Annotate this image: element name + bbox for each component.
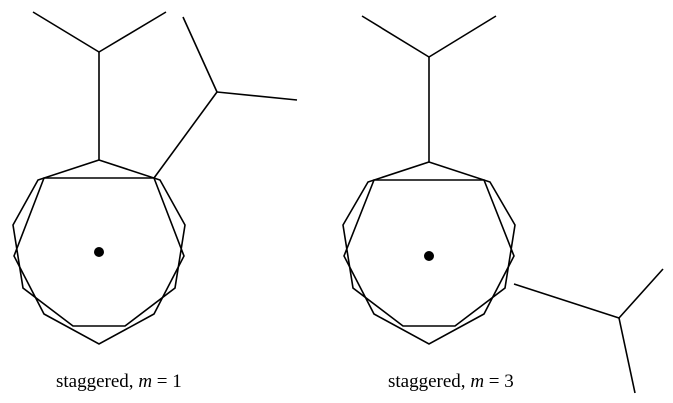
caption-right-value: 3 [504,371,514,392]
vertical-branch-right-arm [98,11,167,53]
conformation-left [12,11,298,345]
vertical-branch-left-arm [32,11,100,53]
caption-left-prefix: staggered, [56,371,139,392]
caption-right-prefix: staggered, [388,371,471,392]
back-heptagon-right [342,161,516,327]
lower-substituent-right [513,283,620,319]
center-dot-right [424,251,434,261]
conformation-right [342,15,664,394]
angled-branch-right-arm [216,91,298,101]
caption-left-value: 1 [172,371,182,392]
front-hexagon-left [13,177,185,345]
lower-branch-up-arm [618,268,664,319]
vertical-branch-left-arm-right [361,15,430,58]
caption-left-variable: m [138,371,153,392]
caption-left-relation: = [152,371,173,392]
vertical-branch-right-arm-right [428,15,497,58]
caption-right: staggered, m = 3 [388,371,514,393]
caption-right-variable: m [470,371,485,392]
caption-right-relation: = [484,371,505,392]
center-dot-left [94,247,104,257]
angled-branch-up-arm [182,16,218,93]
front-hexagon-right [343,179,515,345]
caption-left: staggered, m = 1 [56,371,182,393]
back-heptagon-left [12,159,186,327]
angled-substituent-left [153,91,218,179]
lower-branch-down-arm [618,317,636,394]
